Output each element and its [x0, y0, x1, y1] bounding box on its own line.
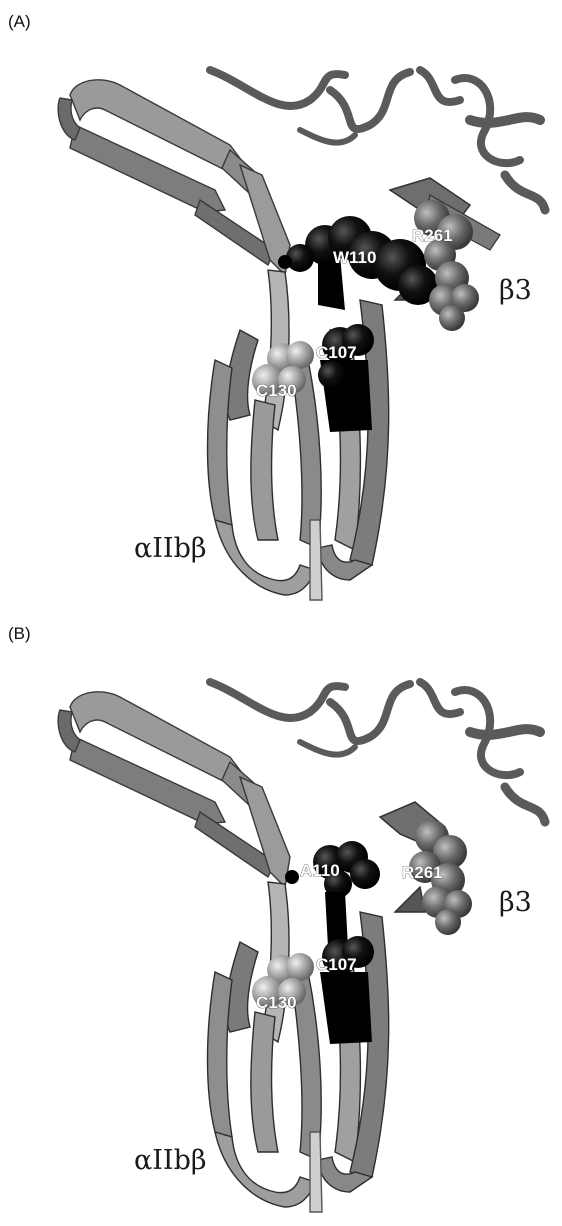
label-c130: C130 — [256, 381, 297, 400]
chain-label-beta3: β3 — [499, 887, 532, 918]
structure-ribbon-b: A110 R261 C107 C130 — [0, 612, 562, 1222]
label-c107: C107 — [316, 343, 357, 362]
chain-label-alpha: αIIbβ — [134, 1145, 206, 1176]
panel-a: W110 R261 C107 C130 (A) β3 αIIbβ — [0, 0, 562, 610]
label-c107: C107 — [316, 955, 357, 974]
label-r261: R261 — [412, 226, 453, 245]
label-mutant-residue: W110 — [333, 248, 376, 267]
alpha-barrel — [208, 270, 426, 600]
chain-label-beta3: β3 — [499, 275, 532, 306]
panel-label: (B) — [8, 624, 31, 644]
label-c130: C130 — [256, 993, 297, 1012]
alpha-strands-top — [58, 80, 290, 275]
label-r261: R261 — [402, 863, 443, 882]
panel-b: A110 R261 C107 C130 (B) β3 αIIbβ — [0, 612, 562, 1222]
alpha-barrel — [208, 882, 426, 1212]
panel-label: (A) — [8, 12, 31, 32]
structure-ribbon-a: W110 R261 C107 C130 — [0, 0, 562, 610]
label-mutant-residue: A110 — [300, 861, 340, 880]
alpha-strands-top — [58, 692, 290, 887]
chain-label-alpha: αIIbβ — [134, 533, 206, 564]
